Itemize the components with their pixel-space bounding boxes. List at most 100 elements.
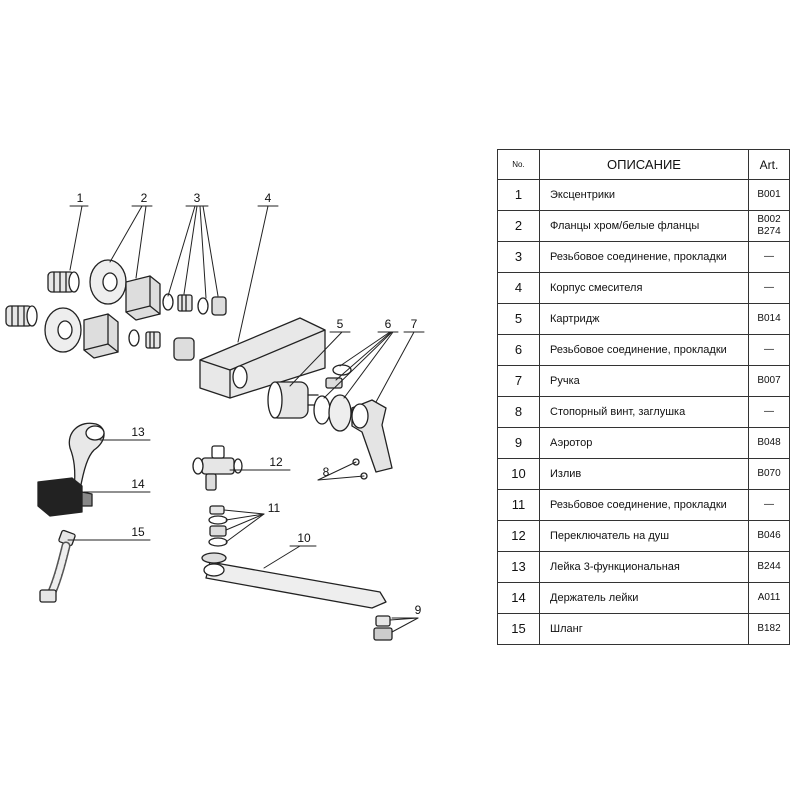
callout-10: 10 (297, 531, 311, 545)
part-ring (313, 364, 352, 432)
row-description: Излив (539, 458, 749, 490)
row-article: — (748, 334, 790, 366)
article-code: — (764, 499, 774, 510)
article-code: B001 (757, 189, 781, 200)
row-article: — (748, 272, 790, 304)
row-article: B070 (748, 458, 790, 490)
callout-2: 2 (141, 191, 148, 205)
row-article: B046 (748, 520, 790, 552)
part-shower-head (68, 422, 105, 491)
article-code: B182 (757, 623, 781, 634)
row-article: B048 (748, 427, 790, 459)
part-mixer-body (199, 317, 326, 399)
row-description: Переключатель на душ (539, 520, 749, 552)
part-eccentric (5, 271, 80, 327)
table-row: 3Резьбовое соединение, прокладки — (497, 241, 790, 273)
callout-7: 7 (411, 317, 418, 331)
article-code: B048 (757, 437, 781, 448)
article-code: B070 (757, 468, 781, 479)
table-row: 11Резьбовое соединение, прокладки — (497, 489, 790, 521)
header-art: Art. (748, 149, 790, 180)
row-number: 11 (497, 489, 540, 521)
row-number: 4 (497, 272, 540, 304)
callout-13: 13 (131, 425, 145, 439)
part-aerator (373, 615, 393, 641)
row-description: Картридж (539, 303, 749, 335)
row-number: 5 (497, 303, 540, 335)
callout-4: 4 (265, 191, 272, 205)
part-hose (39, 529, 76, 603)
article-code: B274 (757, 226, 781, 237)
callout-14: 14 (131, 477, 145, 491)
part-spout (201, 552, 387, 609)
part-cartridge (267, 381, 319, 419)
row-article: B001 (748, 179, 790, 211)
row-number: 3 (497, 241, 540, 273)
row-article: — (748, 241, 790, 273)
row-number: 8 (497, 396, 540, 428)
row-number: 9 (497, 427, 540, 459)
part-handle (351, 399, 393, 473)
callout-5: 5 (337, 317, 344, 331)
row-article: B244 (748, 551, 790, 583)
article-code: B014 (757, 313, 781, 324)
article-code: B046 (757, 530, 781, 541)
article-code: — (764, 282, 774, 293)
callout-3: 3 (194, 191, 201, 205)
header-description: ОПИСАНИЕ (539, 149, 749, 180)
callout-15: 15 (131, 525, 145, 539)
row-description: Стопорный винт, заглушка (539, 396, 749, 428)
article-code: B007 (757, 375, 781, 386)
row-description: Резьбовое соединение, прокладки (539, 241, 749, 273)
row-number: 15 (497, 613, 540, 645)
callout-12: 12 (269, 455, 283, 469)
callout-8: 8 (323, 465, 330, 479)
row-description: Держатель лейки (539, 582, 749, 614)
part-connector (128, 293, 227, 361)
part-connector-spout (208, 505, 228, 547)
row-number: 12 (497, 520, 540, 552)
row-number: 14 (497, 582, 540, 614)
callout-9: 9 (415, 603, 422, 617)
callout-1: 1 (77, 191, 84, 205)
exploded-diagram: 1 2 3 4 5 6 7 8 9 10 11 12 13 14 15 (5, 191, 425, 641)
row-number: 6 (497, 334, 540, 366)
callout-6: 6 (385, 317, 392, 331)
row-number: 1 (497, 179, 540, 211)
header-no: No. (497, 149, 540, 180)
row-description: Лейка 3-функциональная (539, 551, 749, 583)
row-description: Аэротор (539, 427, 749, 459)
article-code: — (764, 251, 774, 262)
row-article: — (748, 396, 790, 428)
row-description: Корпус смесителя (539, 272, 749, 304)
row-article: — (748, 489, 790, 521)
part-flange (44, 259, 161, 359)
row-number: 13 (497, 551, 540, 583)
row-description: Фланцы хром/белые фланцы (539, 210, 749, 242)
row-article: A011 (748, 582, 790, 614)
part-switch (192, 445, 243, 491)
article-code: A011 (757, 592, 781, 603)
leader-lines (67, 205, 425, 633)
article-code: — (764, 344, 774, 355)
row-article: B014 (748, 303, 790, 335)
row-description: Ручка (539, 365, 749, 397)
callout-11: 11 (268, 501, 281, 515)
article-code: B244 (757, 561, 781, 572)
row-description: Шланг (539, 613, 749, 645)
row-description: Резьбовое соединение, прокладки (539, 489, 749, 521)
